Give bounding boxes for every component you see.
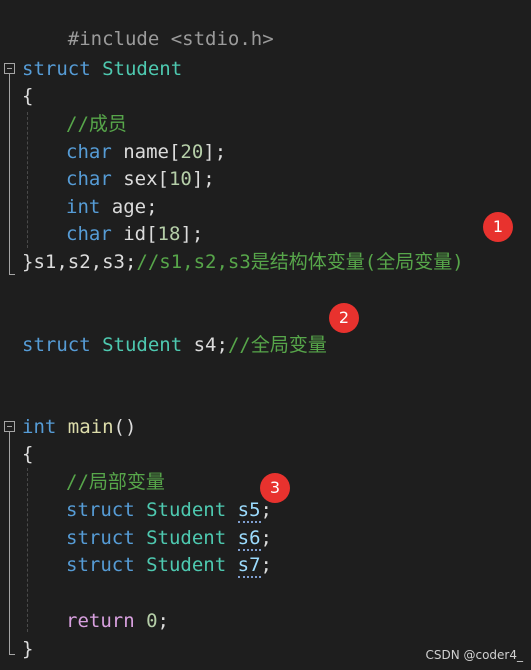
field-age-text: age; bbox=[100, 196, 158, 218]
semicolon: ; bbox=[260, 554, 272, 576]
line-end: ]; bbox=[180, 223, 204, 245]
fold-collapse-icon[interactable] bbox=[4, 63, 15, 74]
code-line-close-main[interactable]: } bbox=[22, 636, 33, 662]
semicolon: ; bbox=[260, 499, 272, 521]
fold-guide-end bbox=[9, 274, 15, 275]
type-student: Student bbox=[146, 527, 227, 549]
code-line-s7[interactable]: struct Student s7; bbox=[66, 552, 272, 578]
return-keyword: return bbox=[66, 610, 135, 632]
code-line-close-struct[interactable]: }s1,s2,s3;//s1,s2,s3是结构体变量(全局变量) bbox=[22, 249, 464, 275]
var-s5: s5 bbox=[237, 499, 261, 523]
var-s6: s6 bbox=[237, 527, 261, 551]
type-student: Student bbox=[102, 334, 183, 356]
code-line-sex[interactable]: char sex[10]; bbox=[66, 166, 215, 192]
comment-global-var: //全局变量 bbox=[227, 334, 327, 356]
array-size: 10 bbox=[168, 168, 192, 190]
struct-keyword: struct bbox=[22, 58, 91, 80]
struct-name: Student bbox=[102, 58, 183, 80]
annotation-badge-3: 3 bbox=[260, 473, 290, 503]
type-char: char bbox=[66, 168, 112, 190]
struct-keyword: struct bbox=[66, 527, 135, 549]
fold-guide-line bbox=[9, 432, 10, 654]
return-value: 0 bbox=[146, 610, 158, 632]
type-student: Student bbox=[146, 499, 227, 521]
line-end: ]; bbox=[203, 141, 227, 163]
code-line-main[interactable]: int main() bbox=[22, 414, 136, 440]
field-name-text: name[ bbox=[111, 141, 181, 163]
code-line-name[interactable]: char name[20]; bbox=[66, 139, 226, 165]
watermark: CSDN @coder4_ bbox=[425, 648, 523, 662]
indent-guide bbox=[27, 112, 28, 248]
var-s4: s4; bbox=[182, 334, 228, 356]
comment-members: //成员 bbox=[66, 113, 127, 135]
preprocessor-directive: #include <stdio.h> bbox=[67, 28, 274, 50]
annotation-badge-1: 1 bbox=[483, 212, 513, 242]
var-s7: s7 bbox=[237, 554, 261, 578]
parens: () bbox=[113, 416, 137, 438]
semicolon: ; bbox=[260, 527, 272, 549]
code-line-s5[interactable]: struct Student s5; bbox=[66, 497, 272, 523]
function-main: main bbox=[67, 416, 114, 438]
code-line-age[interactable]: int age; bbox=[66, 194, 158, 220]
annotation-badge-2: 2 bbox=[329, 303, 359, 333]
code-line-comment-members[interactable]: //成员 bbox=[66, 111, 127, 137]
struct-keyword: struct bbox=[22, 334, 91, 356]
array-size: 18 bbox=[157, 223, 181, 245]
fold-guide-end bbox=[9, 654, 15, 655]
code-line-comment-local[interactable]: //局部变量 bbox=[66, 469, 165, 495]
code-line-s4[interactable]: struct Student s4;//全局变量 bbox=[22, 332, 327, 358]
close-brace: } bbox=[22, 251, 34, 273]
fold-guide-line bbox=[9, 74, 10, 274]
semicolon: ; bbox=[157, 610, 169, 632]
open-brace: { bbox=[22, 85, 34, 107]
fold-collapse-icon[interactable] bbox=[4, 421, 15, 432]
type-char: char bbox=[66, 223, 112, 245]
open-brace: { bbox=[22, 443, 34, 465]
field-sex-text: sex[ bbox=[111, 168, 169, 190]
global-vars: s1,s2,s3; bbox=[33, 251, 137, 273]
code-line-include[interactable]: #include <stdio.h> bbox=[22, 0, 274, 50]
struct-keyword: struct bbox=[66, 499, 135, 521]
code-line-return[interactable]: return 0; bbox=[66, 608, 169, 634]
code-line-id[interactable]: char id[18]; bbox=[66, 221, 203, 247]
line-end: ]; bbox=[191, 168, 215, 190]
comment-local-vars: //局部变量 bbox=[66, 471, 165, 493]
code-line-struct-decl[interactable]: struct Student bbox=[22, 56, 182, 82]
code-line-s6[interactable]: struct Student s6; bbox=[66, 525, 272, 551]
type-int: int bbox=[22, 416, 57, 438]
type-int: int bbox=[66, 196, 101, 218]
close-brace: } bbox=[22, 638, 34, 660]
comment-global-struct-vars: //s1,s2,s3是结构体变量(全局变量) bbox=[136, 251, 464, 273]
code-line-open-brace[interactable]: { bbox=[22, 83, 33, 109]
array-size: 20 bbox=[180, 141, 204, 163]
indent-guide bbox=[27, 468, 28, 632]
field-id-text: id[ bbox=[111, 223, 158, 245]
type-student: Student bbox=[146, 554, 227, 576]
struct-keyword: struct bbox=[66, 554, 135, 576]
code-line-open-brace-main[interactable]: { bbox=[22, 441, 33, 467]
type-char: char bbox=[66, 141, 112, 163]
